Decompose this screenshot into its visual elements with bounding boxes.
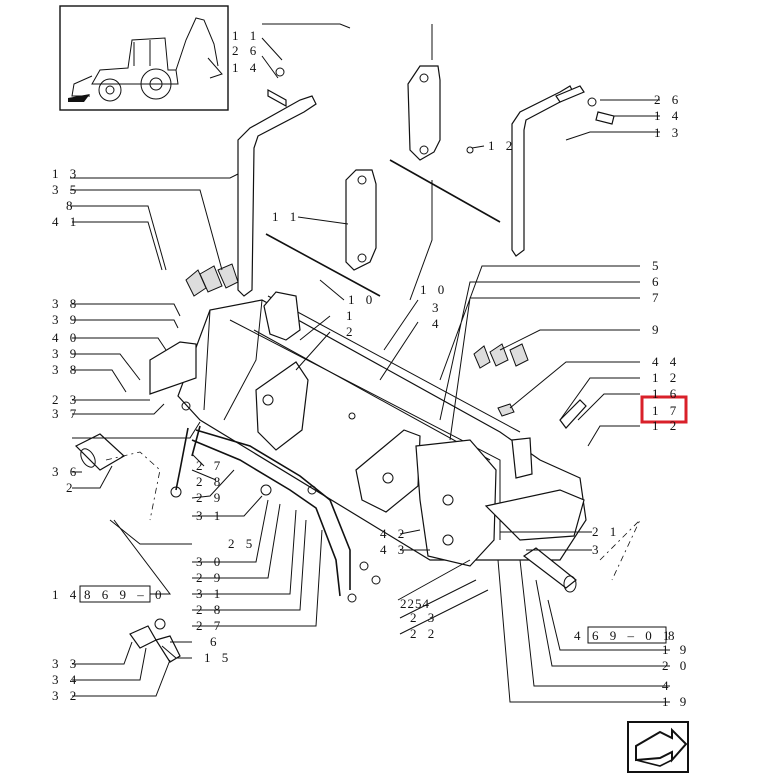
callout-2-left: 2 <box>66 480 77 495</box>
callout-4-bottom: 4 <box>662 678 673 693</box>
callout-31-a: 3 1 <box>196 508 224 523</box>
wear-pads-left <box>185 263 239 297</box>
callout-32: 3 2 <box>52 688 80 703</box>
callout-44: 4 4 <box>652 354 680 369</box>
callout-31-b: 3 1 <box>196 586 224 601</box>
callout-13-left: 1 3 <box>52 166 80 181</box>
callout-43: 4 3 <box>380 542 408 557</box>
callout-10-right: 1 0 <box>420 282 448 297</box>
callout-34: 3 4 <box>52 672 80 687</box>
highlighted-callout-17[interactable]: 1 7 <box>640 395 688 424</box>
callout-38-a: 3 8 <box>52 296 80 311</box>
callout-12-mid: 1 2 <box>488 138 516 153</box>
callout-12-right-b: 1 2 <box>652 418 680 433</box>
callout-2254: 2254 <box>400 596 430 611</box>
callout-4: 4 <box>432 316 443 331</box>
backhoe-loader-thumbnail <box>59 5 229 111</box>
tilt-bracket-top <box>407 65 441 161</box>
tilt-bracket-mid <box>345 169 377 271</box>
svg-text:1 7: 1 7 <box>652 403 680 418</box>
callout-38-b: 3 8 <box>52 362 80 377</box>
callout-7: 7 <box>652 290 663 305</box>
callout-10-mid: 1 0 <box>348 292 376 307</box>
reference-box-right: 4 6 9 – 0 1 8 <box>574 626 679 644</box>
callout-39-a: 3 9 <box>52 312 80 327</box>
boom-arm-left <box>237 95 317 297</box>
leader-lines <box>70 23 670 703</box>
callout-29-b: 2 9 <box>196 570 224 585</box>
callout-13-right: 1 3 <box>654 125 682 140</box>
pin-bolts-top <box>267 67 615 154</box>
callout-30: 3 0 <box>196 554 224 569</box>
hydraulic-hoses <box>170 425 381 603</box>
callout-9: 9 <box>652 322 663 337</box>
reference-box-left: 1 4 8 6 9 – 0 <box>52 585 166 603</box>
hydraulic-block-left <box>149 341 197 395</box>
callout-16: 1 6 <box>652 386 680 401</box>
callout-37: 3 7 <box>52 406 80 421</box>
svg-text:6 9 – 0 1: 6 9 – 0 1 <box>592 628 674 643</box>
callout-26-right: 2 6 <box>654 92 682 107</box>
svg-text:8: 8 <box>668 628 679 643</box>
callout-28-a: 2 8 <box>196 474 224 489</box>
callout-42: 4 2 <box>380 526 408 541</box>
quick-hitch-frame <box>177 291 587 567</box>
callout-21: 2 1 <box>592 524 620 539</box>
callout-6-bottom: 6 <box>210 634 221 649</box>
lock-cylinder-left <box>74 433 161 521</box>
callout-labels: 1 1 2 6 1 4 2 6 1 4 1 3 1 2 1 1 1 0 1 3 … <box>52 28 690 709</box>
callout-36: 3 6 <box>52 464 80 479</box>
callout-11-top: 1 1 <box>232 28 260 43</box>
svg-text:8 6 9 – 0: 8 6 9 – 0 <box>84 587 166 602</box>
callout-6: 6 <box>652 274 663 289</box>
next-page-arrow-icon[interactable] <box>627 721 689 773</box>
callout-3: 3 <box>432 300 443 315</box>
callout-27-a: 2 7 <box>196 458 224 473</box>
callout-2: 2 <box>346 324 357 339</box>
boom-arm-right <box>511 85 575 257</box>
callout-19-b: 1 9 <box>662 694 690 709</box>
callout-23-left: 2 3 <box>52 392 80 407</box>
callout-25: 2 5 <box>228 536 256 551</box>
callout-40: 4 0 <box>52 330 80 345</box>
callout-14-right: 1 4 <box>654 108 682 123</box>
callout-14-top: 1 4 <box>232 60 260 75</box>
callout-33: 3 3 <box>52 656 80 671</box>
svg-text:1 4: 1 4 <box>52 587 80 602</box>
callout-39-b: 3 9 <box>52 346 80 361</box>
callout-5: 5 <box>652 258 663 273</box>
callout-20: 2 0 <box>662 658 690 673</box>
latch-parts <box>129 618 181 663</box>
callout-19-a: 1 9 <box>662 642 690 657</box>
callout-26-top: 2 6 <box>232 43 260 58</box>
callout-22: 2 2 <box>410 626 438 641</box>
pivot-pin-right <box>522 399 641 593</box>
callout-35-left: 3 5 <box>52 182 80 197</box>
callout-11-mid: 1 1 <box>272 209 300 224</box>
callout-27-b: 2 7 <box>196 618 224 633</box>
wear-pads-right <box>473 343 529 417</box>
callout-8-left: 8 <box>66 198 77 213</box>
callout-29-a: 2 9 <box>196 490 224 505</box>
svg-text:4: 4 <box>574 628 585 643</box>
callout-12-right-a: 1 2 <box>652 370 680 385</box>
callout-1: 1 <box>346 308 357 323</box>
callout-23-bottom: 2 3 <box>410 610 438 625</box>
callout-3-bottom: 3 <box>592 542 603 557</box>
callout-15: 1 5 <box>204 650 232 665</box>
pin-rods <box>265 159 501 297</box>
callout-28-b: 2 8 <box>196 602 224 617</box>
callout-41-left: 4 1 <box>52 214 80 229</box>
